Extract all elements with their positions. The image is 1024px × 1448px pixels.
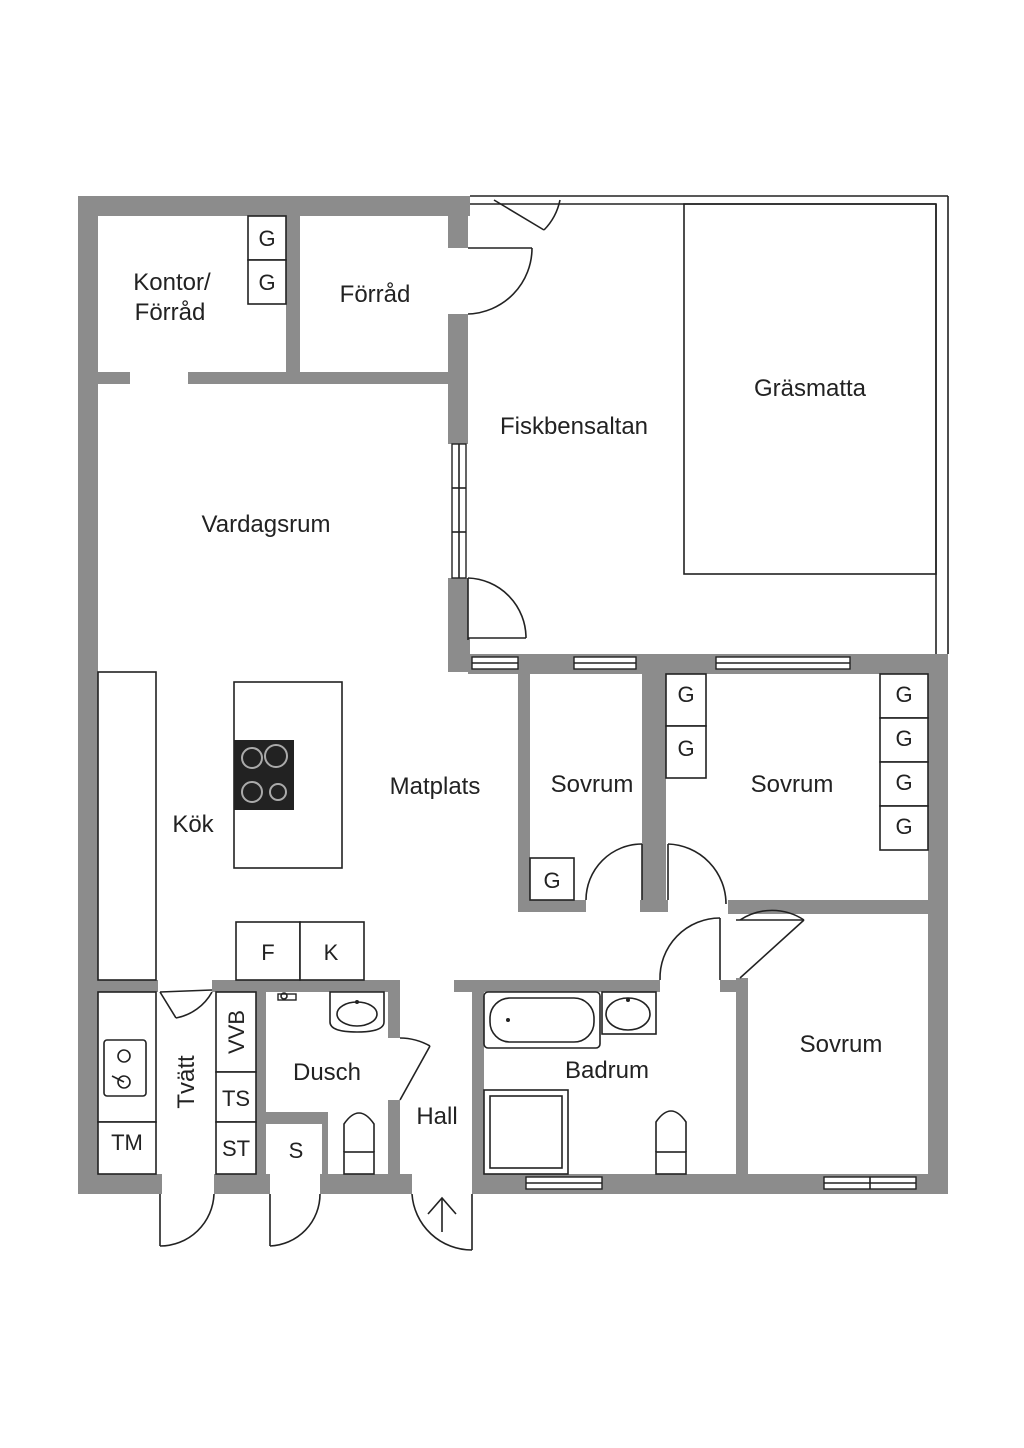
windows [451, 443, 917, 1190]
terrace [470, 195, 949, 654]
room-label-sovrum-3: Sovrum [800, 1031, 883, 1058]
freezer [299, 921, 365, 981]
closet-label: G [677, 736, 694, 761]
room-label-badrum: Badrum [565, 1057, 649, 1084]
bathtub-icon [483, 991, 601, 1049]
room-label-grasmatta: Gräsmatta [754, 375, 867, 402]
closet-label: G [543, 868, 560, 893]
shower-icon [483, 1089, 569, 1175]
arrow-up-icon [427, 1196, 457, 1232]
toilet-icon [343, 1112, 375, 1175]
closet-label: G [895, 726, 912, 751]
closet-label: G [258, 226, 275, 251]
freezer-label: K [324, 940, 339, 965]
sink-icon [601, 991, 657, 1035]
room-label-dusch: Dusch [293, 1059, 361, 1086]
room-label-matplats: Matplats [390, 773, 481, 800]
closet-label: G [895, 682, 912, 707]
room-label-fiskbensaltan: Fiskbensaltan [500, 413, 648, 440]
labels: Kontor/ Förråd Förråd Fiskbensaltan Gräs… [111, 226, 912, 1163]
closet-label: G [895, 814, 912, 839]
drying-cabinet-label: ST [222, 1136, 250, 1161]
storage-label: S [289, 1138, 304, 1163]
closet-label: G [895, 770, 912, 795]
cooktop-icon [234, 740, 294, 810]
dryer-label: TS [222, 1086, 250, 1111]
bathroom [483, 991, 687, 1175]
room-label-kontor: Kontor/ [133, 269, 211, 296]
room-label-vardagsrum: Vardagsrum [202, 511, 331, 538]
room-label-sovrum-2: Sovrum [751, 771, 834, 798]
closets [247, 215, 929, 901]
lawn-area [683, 203, 937, 575]
shower-icon [277, 992, 297, 1001]
toilet-icon [655, 1110, 687, 1175]
doors [159, 199, 805, 1251]
sink-icon [103, 1039, 147, 1097]
room-label-kontor-2: Förråd [135, 299, 206, 326]
kitchen-counter [97, 671, 157, 981]
room-label-forrad: Förråd [340, 281, 411, 308]
sink-icon [329, 991, 385, 1033]
walls [78, 196, 948, 1194]
laundry [97, 991, 257, 1175]
room-label-sovrum-1: Sovrum [551, 771, 634, 798]
kitchen [97, 671, 365, 981]
shower-room [277, 991, 385, 1175]
room-label-kok: Kök [172, 811, 214, 838]
fridge-label: F [261, 940, 274, 965]
closet-label: G [258, 270, 275, 295]
closet-label: G [677, 682, 694, 707]
room-label-tvatt: Tvätt [173, 1055, 200, 1109]
water-heater-label: VVB [224, 1010, 249, 1054]
room-label-hall: Hall [416, 1103, 457, 1130]
washer-label: TM [111, 1130, 143, 1155]
